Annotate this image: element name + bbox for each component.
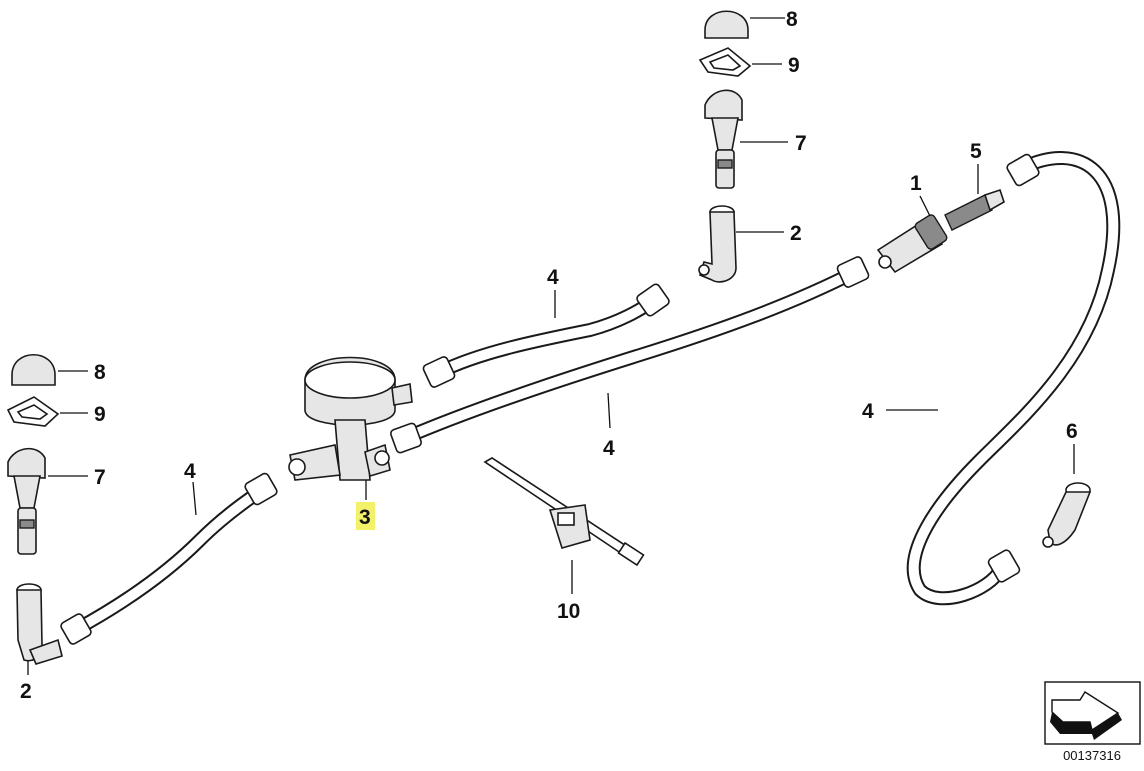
callout-8-top: 8 <box>786 8 798 31</box>
cap-top <box>704 10 749 39</box>
callout-7-left: 7 <box>94 466 106 489</box>
check-valve <box>876 214 948 274</box>
nozzle-top <box>704 89 743 189</box>
gasket-left <box>6 396 60 427</box>
callout-4-upper: 4 <box>547 266 559 289</box>
elbow-connector-top <box>698 205 737 283</box>
hose-right <box>906 151 1121 606</box>
hose-mid <box>390 256 870 454</box>
elbow-connector-left <box>16 583 63 665</box>
valve-assembly <box>288 356 413 481</box>
callout-4-left: 4 <box>184 460 196 483</box>
callout-7-top: 7 <box>795 132 807 155</box>
callout-9-top: 9 <box>788 54 800 77</box>
hose-upper <box>422 283 670 388</box>
nozzle-left <box>7 447 46 555</box>
callout-3: 3 <box>359 506 371 529</box>
filter-connector <box>944 188 1005 231</box>
callout-3-highlight <box>356 502 375 530</box>
callout-4-mid: 4 <box>603 437 615 460</box>
callout-10: 10 <box>557 600 580 623</box>
callout-8-left: 8 <box>94 361 106 384</box>
callout-6: 6 <box>1066 420 1078 443</box>
leader-lines <box>27 17 1075 675</box>
catalog-number: 00137316 <box>1063 748 1121 763</box>
gasket-top <box>698 47 752 77</box>
cable-tie <box>483 457 645 567</box>
cap-left <box>11 353 56 386</box>
callout-5: 5 <box>970 140 982 163</box>
hose-left <box>60 472 278 645</box>
nipple-connector <box>1042 482 1092 548</box>
catalog-arrow-box <box>1044 681 1141 745</box>
callout-9-left: 9 <box>94 403 106 426</box>
callout-2-left: 2 <box>20 680 32 703</box>
callout-4-right: 4 <box>862 400 874 423</box>
callout-2-top: 2 <box>790 222 802 245</box>
callout-1: 1 <box>910 172 922 195</box>
